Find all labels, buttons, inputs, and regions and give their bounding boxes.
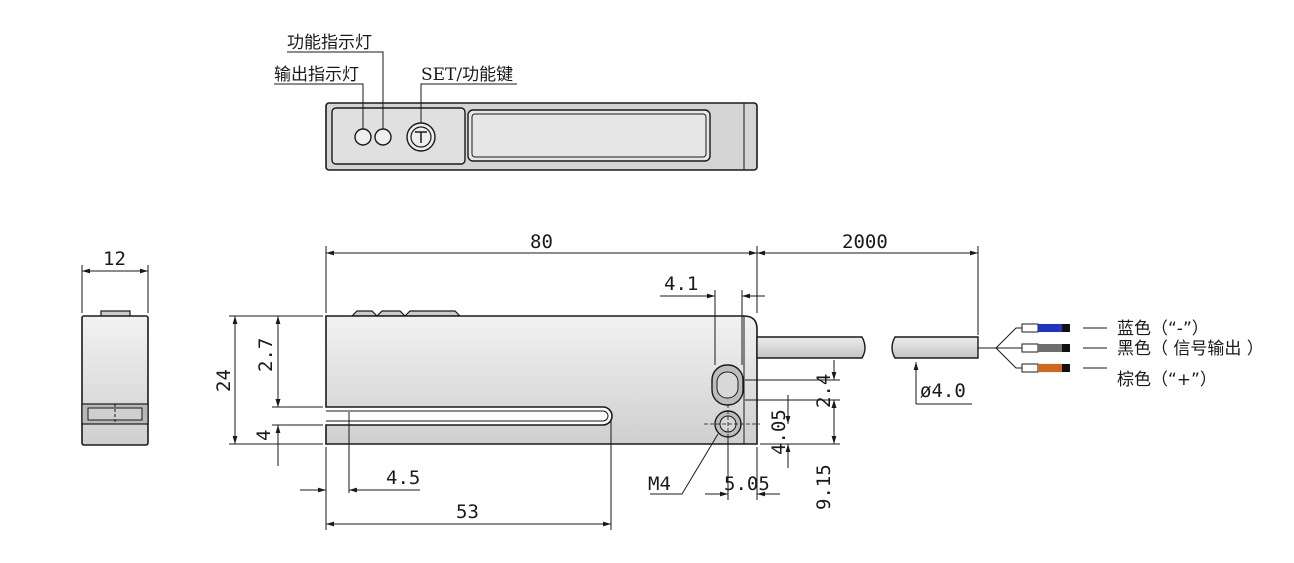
dim-hole-offset: 4.05 [768,409,790,455]
wire-label-black: 黑色（ 信号输出 ） [1117,339,1264,359]
dim-hole-to-edge: 5.05 [724,473,770,495]
black-wire [1038,344,1062,352]
dim-slot-hole-h: 2.4 [813,374,835,408]
front-view: 蓝色（“-”） 黑色（ 信号输出 ） 棕色（“+”） 80 2000 24 2.… [213,231,1264,530]
wire-label-blue: 蓝色（“-”） [1117,319,1209,339]
dim-height: 24 [213,369,235,392]
thread-label: M4 [648,473,671,495]
display-inner [471,113,707,158]
dim-slot-width: 4 [253,430,275,441]
cable-far [891,336,979,359]
dim-top-offset: 2.7 [255,338,277,372]
dim-hole-height: 9.15 [813,464,835,510]
set-key-leader [420,83,517,123]
function-indicator-leader [287,51,384,129]
dim-slot-start: 4.5 [386,467,420,489]
top-view: 功能指示灯 输出指示灯 SET/功能键 [274,33,758,171]
side-view: 12 [81,248,149,446]
dim-hole-spacing: 4.1 [664,273,698,295]
dim-side-width: 12 [103,248,126,270]
function-indicator-label: 功能指示灯 [287,33,372,53]
brown-wire [1038,364,1062,372]
output-indicator-led [354,128,372,146]
control-panel [331,107,466,165]
wire-label-brown: 棕色（“+”） [1117,370,1217,390]
output-indicator-label: 输出指示灯 [274,65,359,85]
dim-cable-length: 2000 [842,231,888,253]
output-indicator-leader [274,83,364,129]
dim-length: 80 [530,231,553,253]
front-view-body [325,315,758,445]
function-indicator-led [374,128,392,146]
display-window [467,109,711,162]
set-key-label: SET/功能键 [421,65,513,85]
cable-diameter-label: ø4.0 [920,380,966,402]
side-view-body [81,315,149,446]
dim-slot-depth: 53 [456,501,479,523]
cable-near [756,336,866,359]
blue-wire [1038,324,1062,332]
